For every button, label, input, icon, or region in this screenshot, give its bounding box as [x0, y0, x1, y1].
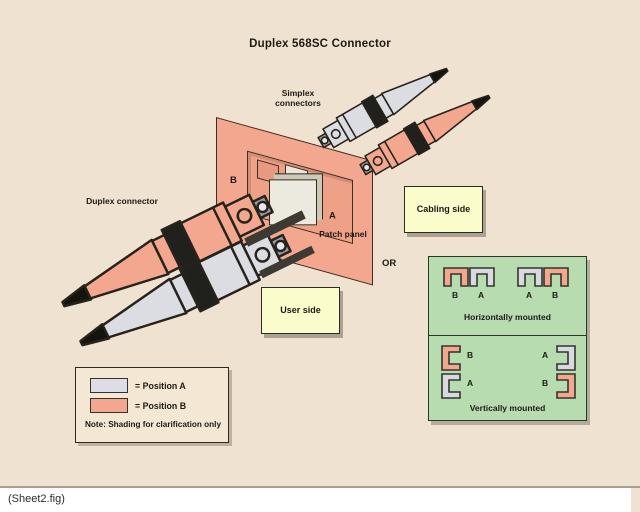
figure-title: Duplex 568SC Connector — [249, 38, 391, 50]
vertical-bracket-a-icon — [556, 345, 576, 371]
legend-box: = Position A = Position B Note: Shading … — [75, 367, 229, 443]
footer-divider-line — [0, 486, 640, 488]
h-pair2-right-letter: B — [552, 290, 559, 300]
horizontal-bracket-b-icon — [443, 267, 469, 287]
v-left-top-letter: B — [467, 350, 474, 360]
panel-position-a-label: A — [329, 210, 336, 222]
user-side-text: User side — [280, 304, 321, 315]
position-a-swatch — [90, 378, 128, 393]
vertical-bracket-a-icon — [441, 373, 461, 399]
horizontal-bracket-a-icon — [469, 267, 495, 287]
legend-item-position-b: = Position B — [90, 398, 186, 413]
h-pair2-left-letter: A — [526, 290, 533, 300]
position-b-label: = Position B — [135, 400, 187, 411]
mounting-orientations-box: B A A B Horizontally mounted B A A B Ver… — [428, 256, 587, 421]
v-right-top-letter: A — [542, 350, 549, 360]
vertical-bracket-b-icon — [441, 345, 461, 371]
patch-panel-caption: Patch panel — [319, 229, 367, 240]
position-b-swatch — [90, 398, 128, 413]
section-divider — [429, 335, 586, 336]
horizontally-mounted-caption: Horizontally mounted — [464, 312, 551, 322]
vertical-bracket-b-icon — [556, 373, 576, 399]
vertically-mounted-caption: Vertically mounted — [469, 403, 546, 413]
v-left-bottom-letter: A — [467, 378, 474, 388]
or-label: OR — [382, 258, 397, 269]
legend-item-position-a: = Position A — [90, 378, 186, 393]
horizontal-bracket-b-icon — [543, 267, 569, 287]
cabling-side-text: Cabling side — [416, 203, 471, 214]
horizontal-bracket-a-icon — [517, 267, 543, 287]
h-pair1-right-letter: A — [478, 290, 485, 300]
figure-file-caption: (Sheet2.fig) — [8, 493, 65, 505]
duplex-connector-label: Duplex connector — [86, 196, 158, 206]
footer-strip — [0, 488, 631, 512]
legend-note: Note: Shading for clarification only — [85, 420, 222, 429]
user-side-callout: User side — [261, 287, 340, 334]
h-pair1-left-letter: B — [452, 290, 459, 300]
v-right-bottom-letter: B — [542, 378, 549, 388]
cabling-side-callout: Cabling side — [404, 186, 483, 233]
simplex-connectors-label: Simplex connectors — [275, 88, 321, 109]
position-a-label: = Position A — [135, 380, 186, 391]
